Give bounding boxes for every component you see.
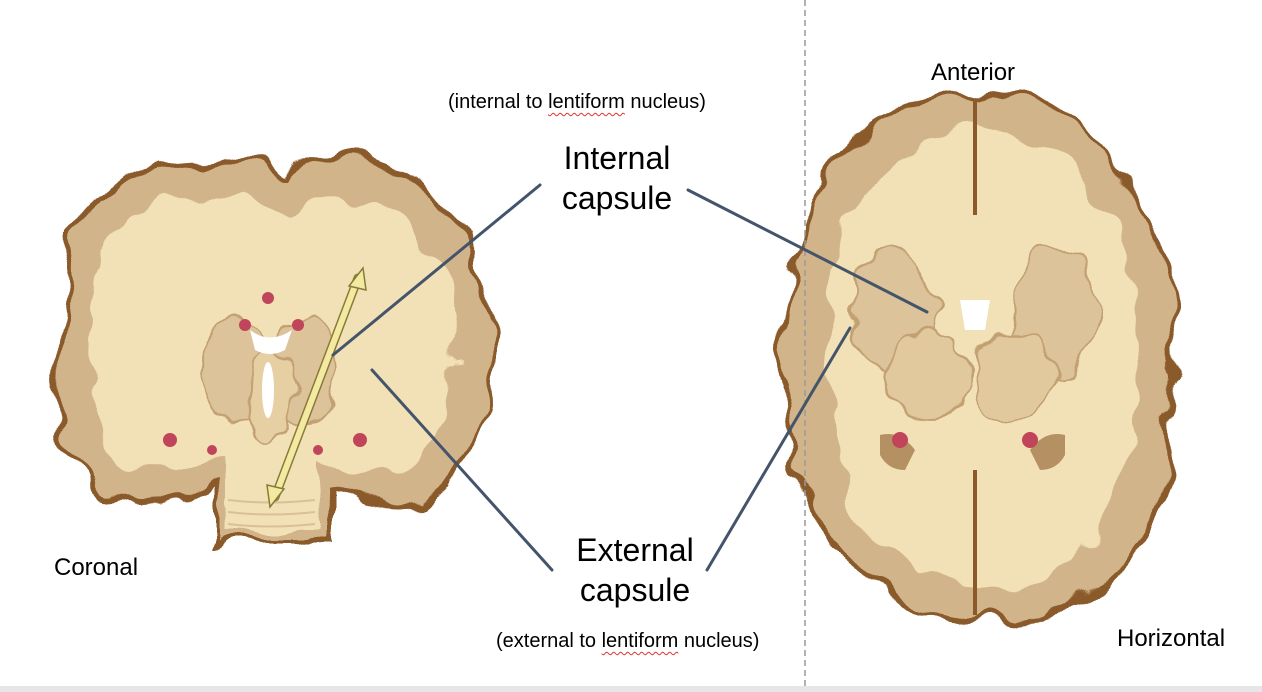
horizontal-thalamus-left	[889, 329, 971, 421]
internal-note-suffix: nucleus)	[624, 91, 706, 113]
coronal-vessel	[313, 445, 323, 455]
coronal-section	[53, 155, 494, 543]
coronal-vessel	[353, 433, 367, 447]
internal-capsule-line1: Internal	[563, 140, 671, 176]
internal-capsule-leader-coronal	[331, 183, 542, 357]
internal-capsule-line2: capsule	[561, 180, 673, 216]
coronal-vessel	[262, 292, 274, 304]
external-capsule-label: External capsule	[560, 530, 710, 610]
external-capsule-leader-coronal	[370, 368, 554, 572]
external-capsule-line1: External	[576, 532, 694, 568]
horizontal-ventricle	[960, 300, 990, 330]
external-note-suffix: nucleus)	[678, 630, 760, 652]
external-capsule-note: (external to lentiform nucleus)	[496, 630, 759, 653]
external-note-lentiform: lentiform	[601, 630, 679, 652]
horizontal-section	[779, 89, 1178, 623]
internal-capsule-note: (internal to lentiform nucleus)	[448, 91, 706, 114]
internal-note-lentiform: lentiform	[548, 91, 625, 113]
internal-note-prefix: (internal to	[448, 91, 549, 113]
coronal-vessel	[207, 445, 217, 455]
coronal-label: Coronal	[54, 554, 139, 581]
horizontal-thalamus-right	[974, 329, 1056, 421]
coronal-ventricle-top	[250, 330, 292, 354]
coronal-vessel	[163, 433, 177, 447]
internal-capsule-label: Internal capsule	[552, 138, 682, 218]
coronal-vessel	[239, 319, 251, 331]
horizontal-posterior-horn-right	[1030, 434, 1065, 470]
coronal-ventricle	[262, 362, 274, 418]
coronal-vessel	[292, 319, 304, 331]
internal-capsule-leader-horizontal	[686, 188, 929, 314]
anterior-label: Anterior	[931, 59, 1016, 86]
horizontal-label: Horizontal	[1117, 625, 1226, 652]
external-note-prefix: (external to	[496, 630, 602, 652]
external-capsule-leader-horizontal	[705, 326, 852, 572]
horizontal-vessel	[1022, 432, 1038, 448]
horizontal-vessel	[892, 432, 908, 448]
external-capsule-line2: capsule	[579, 572, 691, 608]
internal-capsule-arrow	[266, 266, 367, 509]
bottom-strip	[0, 686, 1262, 692]
